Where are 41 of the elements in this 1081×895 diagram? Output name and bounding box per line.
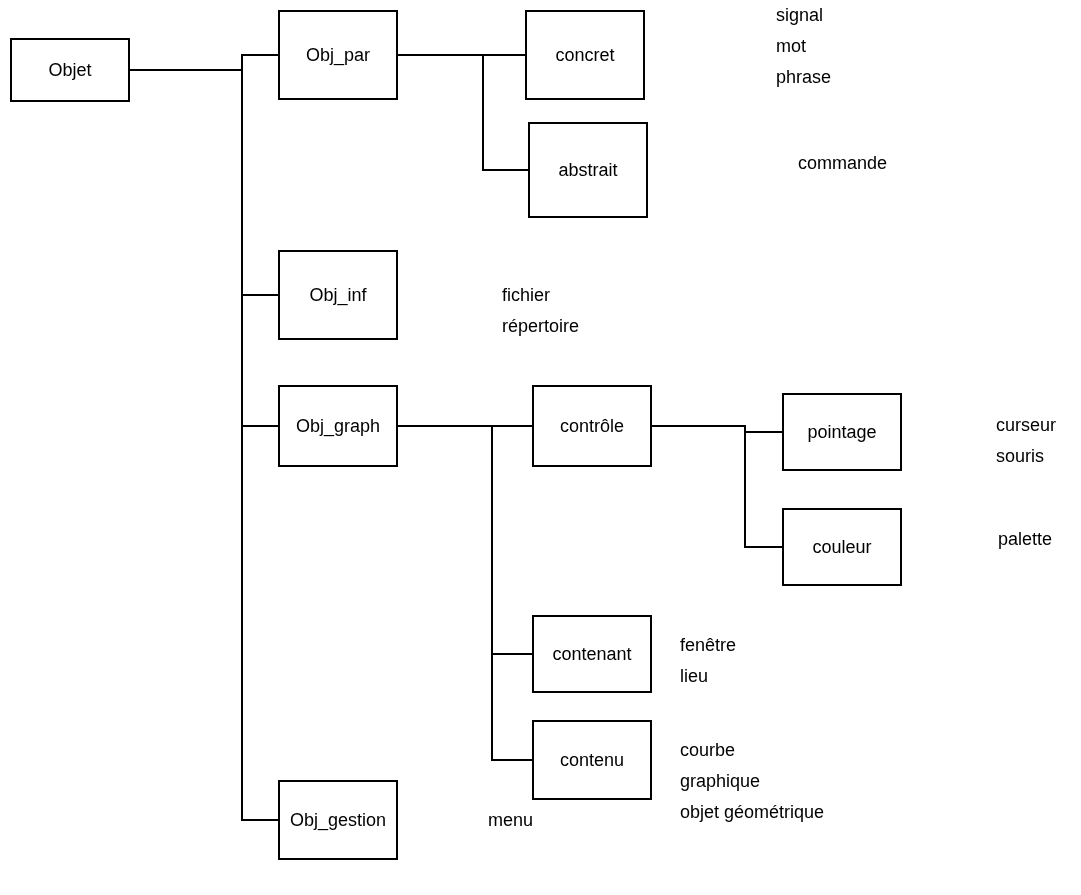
instance-label: signal: [776, 4, 824, 27]
class-box: [782, 508, 902, 586]
class-box: [532, 385, 652, 467]
class-name: abstrait: [558, 159, 618, 181]
instance-label: lieu: [680, 665, 709, 688]
instance-label: fichier: [502, 284, 550, 307]
class-name: concret: [555, 44, 615, 66]
class-box: [528, 122, 648, 218]
class-name: Objet: [48, 59, 92, 81]
class-box: [782, 393, 902, 471]
class-box: [278, 780, 398, 860]
class-box: [278, 10, 398, 100]
instance-label: menu: [488, 809, 534, 832]
class-name: couleur: [812, 536, 872, 558]
class-name: Obj_graph: [295, 415, 381, 437]
class-name: contrôle: [559, 415, 624, 437]
class-box: [278, 385, 398, 467]
connector-line: [651, 425, 783, 548]
class-box: [525, 10, 645, 100]
connector-line: [397, 54, 529, 171]
class-box: [278, 250, 398, 340]
class-name: Obj_gestion: [289, 809, 387, 831]
instance-label: commande: [798, 152, 888, 175]
class-box: [10, 38, 130, 102]
class-name: Obj_inf: [309, 284, 367, 306]
instance-label: répertoire: [502, 315, 580, 338]
class-name: contenu: [559, 749, 625, 771]
class-name: pointage: [807, 421, 877, 443]
instance-label: fenêtre: [680, 634, 737, 657]
class-box: [532, 720, 652, 800]
instance-label: palette: [998, 528, 1053, 551]
instance-label: mot: [776, 35, 806, 58]
instance-label: souris: [996, 445, 1044, 468]
instance-label: phrase: [776, 66, 832, 89]
class-box: [532, 615, 652, 693]
class-name: contenant: [552, 643, 632, 665]
instance-label: graphique: [680, 770, 761, 793]
instance-label: objet géométrique: [680, 801, 825, 824]
instance-label: curseur: [996, 414, 1057, 437]
instance-label: courbe: [680, 739, 736, 762]
class-name: Obj_par: [305, 44, 370, 66]
